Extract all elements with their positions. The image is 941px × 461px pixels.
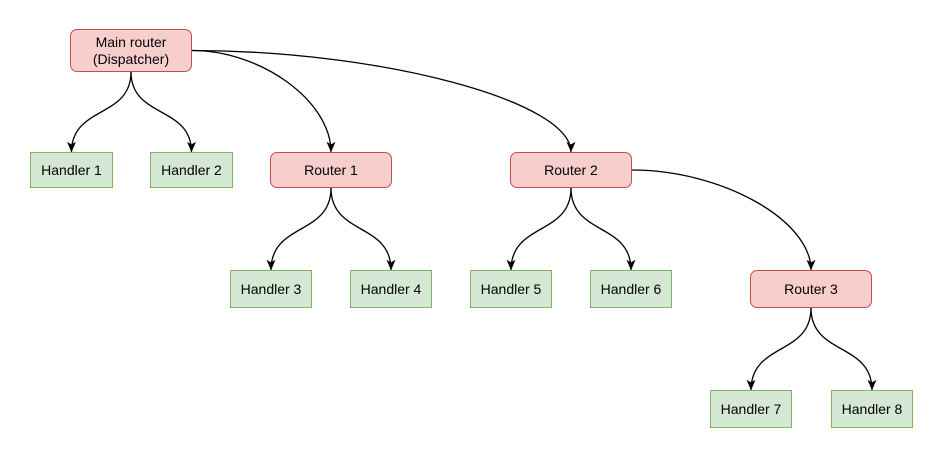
node-label: Router 2 [544,161,598,178]
node-label: (Dispatcher) [92,50,170,67]
edge-main-router-to-handler-2 [130,71,196,153]
node-label: Router 3 [784,280,838,297]
edge-router-2-to-handler-5 [506,187,572,271]
node-label: Main router [95,33,167,50]
node-handler-5[interactable]: Handler 5 [470,270,552,308]
edge-router-3-to-handler-8 [810,307,877,391]
node-label: Handler 3 [240,280,302,297]
node-handler-2[interactable]: Handler 2 [150,152,233,188]
node-router-1[interactable]: Router 1 [270,152,392,188]
node-handler-8[interactable]: Handler 8 [831,390,913,428]
edge-router-2-to-handler-6 [570,187,636,271]
node-label: Handler 5 [480,280,542,297]
edge-router-3-to-handler-7 [746,307,812,391]
edge-router-1-to-handler-3 [266,187,332,271]
edge-router-1-to-handler-4 [330,187,396,271]
node-router-3[interactable]: Router 3 [750,270,872,308]
node-label: Handler 2 [161,161,222,178]
node-handler-3[interactable]: Handler 3 [230,270,312,308]
node-label: Handler 6 [600,280,662,297]
node-label: Handler 1 [41,161,102,178]
node-router-2[interactable]: Router 2 [510,152,632,188]
node-label: Handler 4 [360,280,422,297]
node-handler-4[interactable]: Handler 4 [350,270,432,308]
node-label: Handler 7 [720,400,782,417]
node-label: Handler 8 [841,400,903,417]
node-label: Router 1 [304,161,358,178]
edge-main-router-to-router-1 [191,49,336,153]
node-handler-1[interactable]: Handler 1 [30,152,113,188]
node-main-router[interactable]: Main router(Dispatcher) [70,29,192,72]
node-handler-7[interactable]: Handler 7 [710,390,792,428]
node-handler-6[interactable]: Handler 6 [590,270,672,308]
edge-main-router-to-router-2 [191,49,576,153]
edge-main-router-to-handler-1 [67,71,132,153]
edge-router-2-to-router-3 [631,169,816,271]
